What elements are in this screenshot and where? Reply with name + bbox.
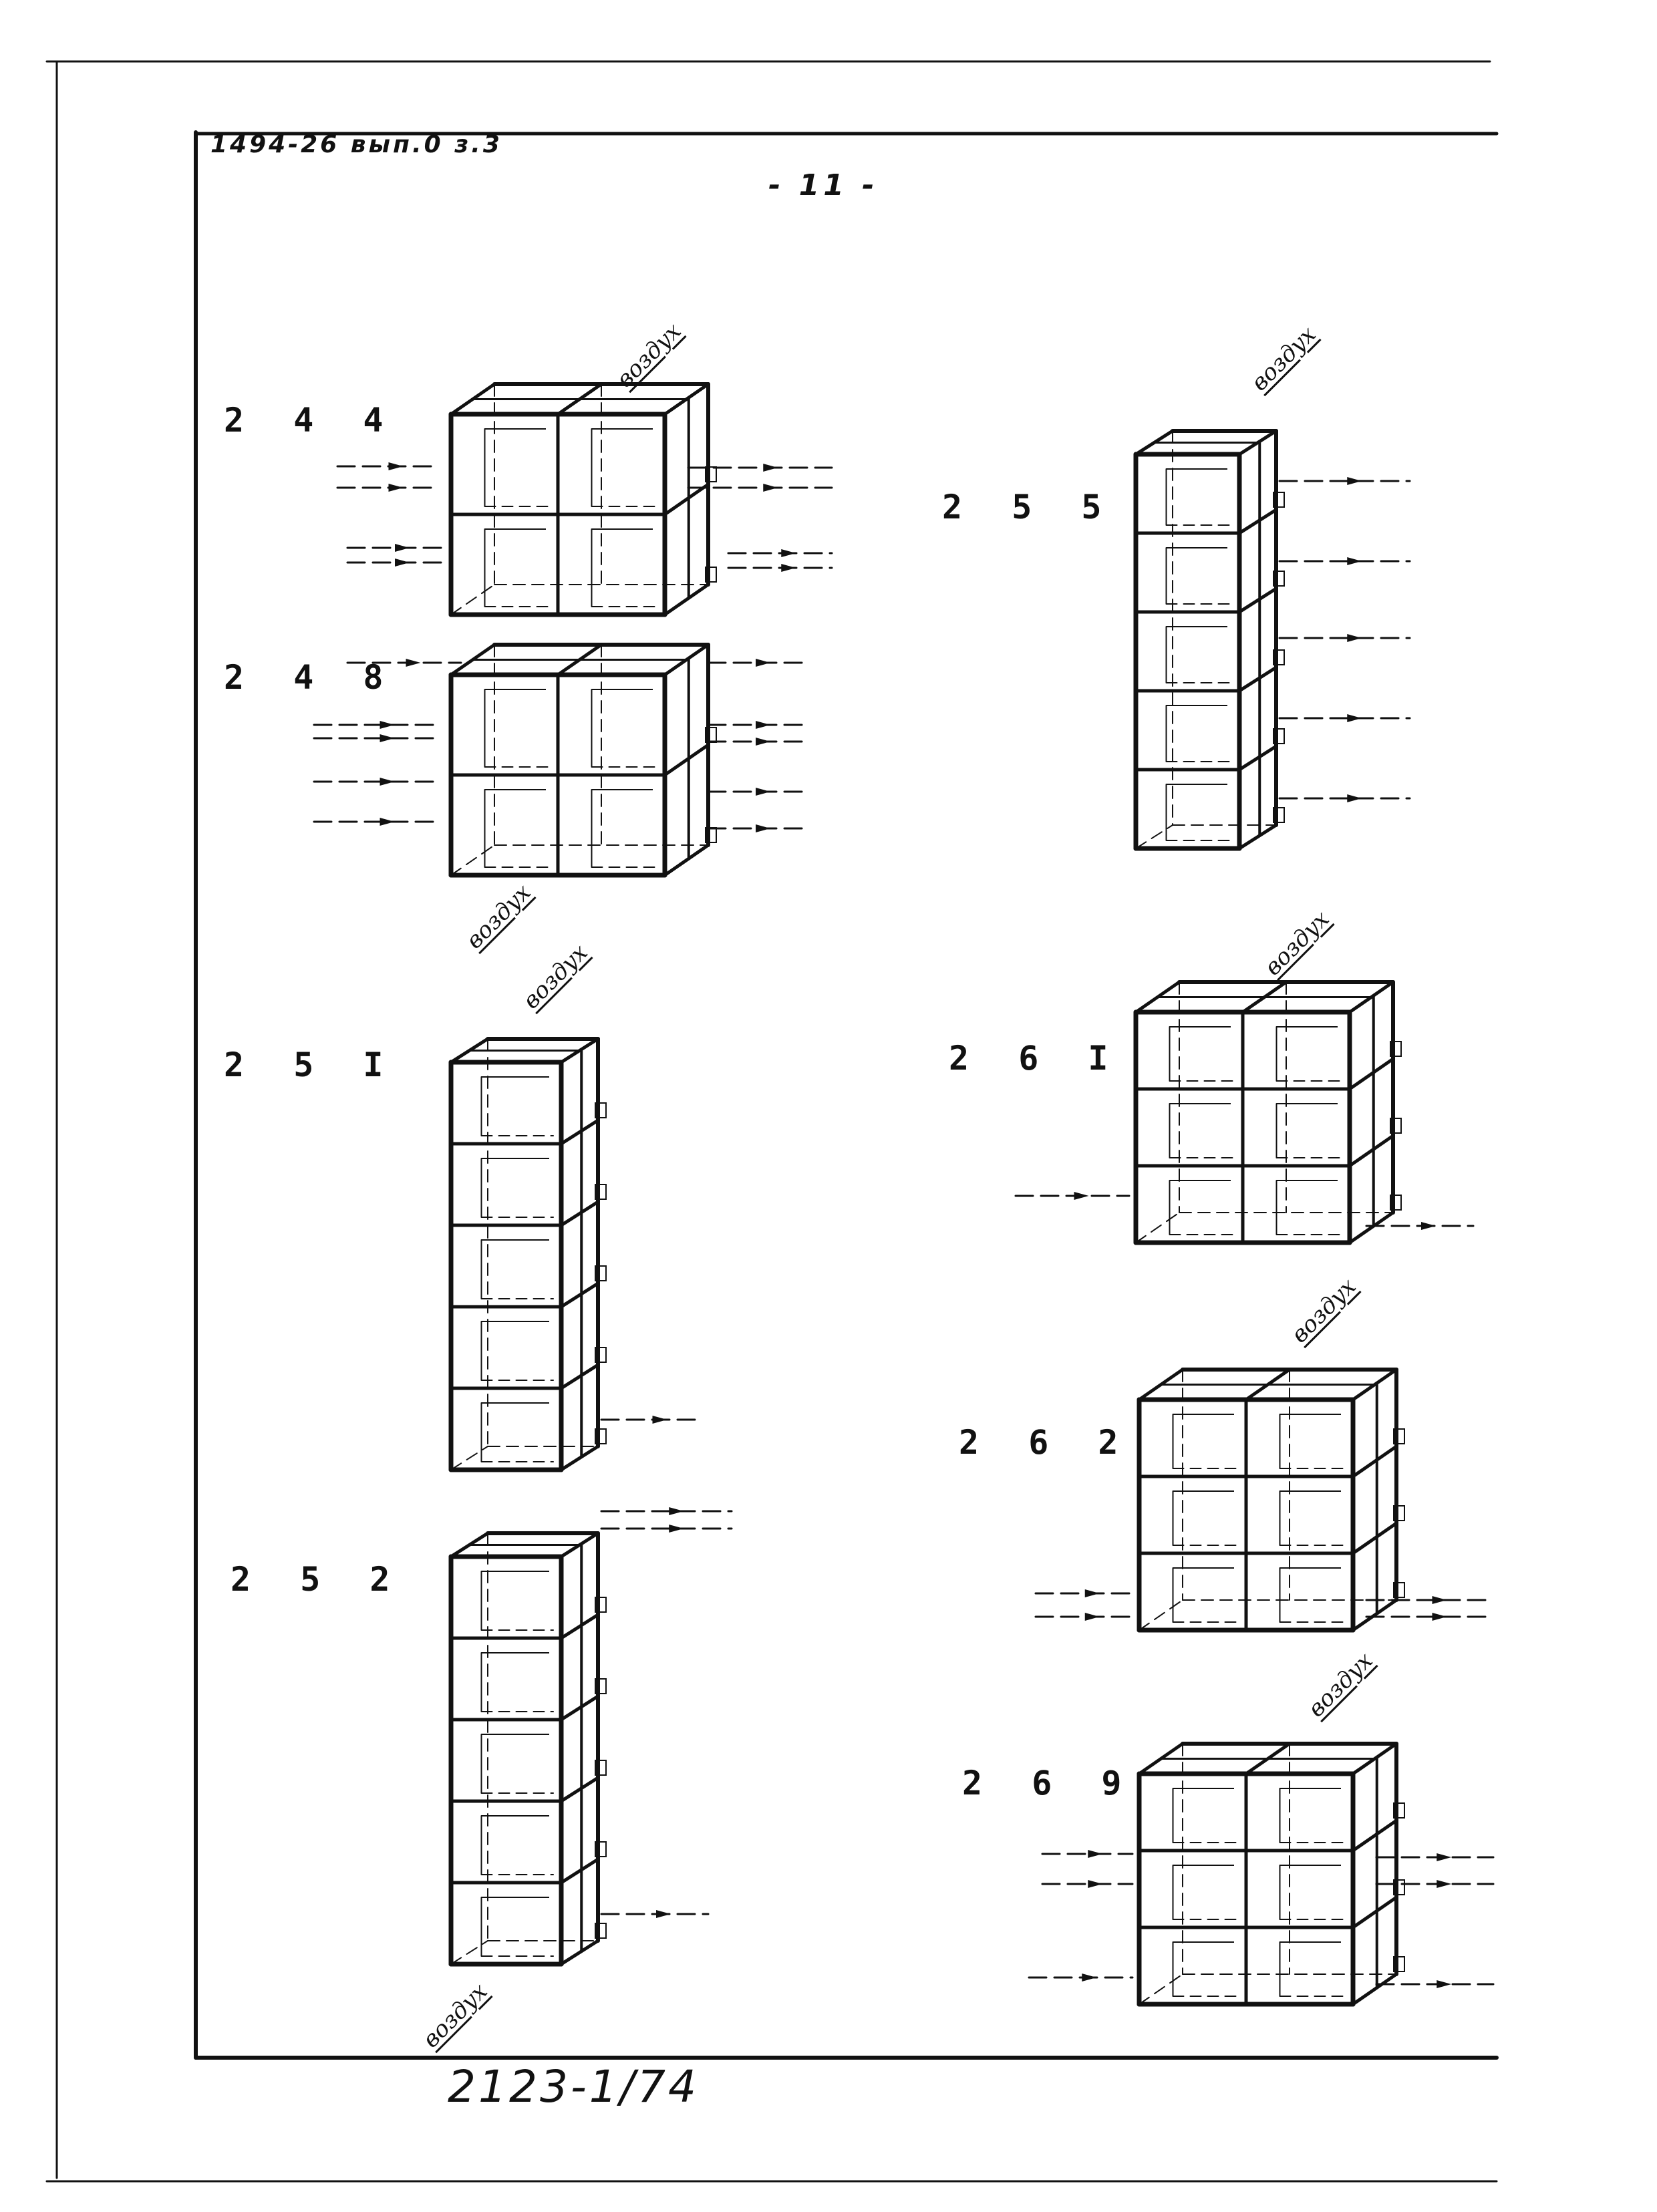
figure-label-269: 2 6 9 (962, 1764, 1137, 1802)
air-flow-arrow (1041, 1880, 1134, 1888)
air-flow-arrow (346, 659, 462, 667)
air-flow-arrow (346, 544, 442, 552)
air-flow-arrow (707, 824, 803, 832)
air-flow-arrow (336, 484, 439, 492)
air-flow-arrow (600, 1416, 703, 1424)
figure-label-261: 2 6 I (949, 1039, 1123, 1078)
air-flow-arrow (707, 659, 803, 667)
air-flow-arrow (1034, 1589, 1134, 1597)
air-flow-arrow (727, 564, 833, 572)
block-244 (336, 382, 833, 617)
air-flow-arrow (1034, 1613, 1134, 1621)
page-frame (45, 60, 1499, 2183)
block-252 (448, 1507, 733, 1967)
air-flow-arrow (600, 1525, 733, 1533)
footer-document-number: 2123-1/74 (448, 2061, 699, 2112)
block-251 (448, 1037, 703, 1472)
block-269 (1028, 1742, 1495, 2007)
figure-label-252: 2 5 2 (231, 1560, 405, 1599)
air-flow-arrow (1041, 1850, 1134, 1858)
air-flow-arrow (336, 462, 439, 470)
air-flow-arrow (1014, 1192, 1131, 1200)
document-code: 1494-26 вып.0 з.3 (210, 131, 502, 158)
air-flow-arrow (1278, 634, 1411, 642)
air-flow-arrow (1028, 1973, 1134, 1982)
figure-label-251: 2 5 I (224, 1046, 398, 1084)
air-flow-arrow (1365, 1222, 1475, 1230)
figure-label-255: 2 5 5 (942, 488, 1116, 526)
air-flow-arrow (313, 734, 442, 742)
air-flow-arrow (1278, 794, 1411, 802)
air-flow-arrow (313, 778, 442, 786)
air-flow-arrow (346, 559, 442, 567)
air-flow-arrow (707, 721, 803, 729)
figure-label-262: 2 6 2 (959, 1423, 1133, 1462)
air-flow-arrow (707, 788, 803, 796)
air-flow-arrow (1375, 1880, 1495, 1888)
air-flow-arrow (1365, 1596, 1495, 1604)
block-248 (313, 643, 803, 878)
air-flow-arrow (600, 1507, 733, 1515)
air-flow-arrow (313, 818, 442, 826)
block-261 (1014, 980, 1475, 1245)
air-flow-arrow (687, 464, 833, 472)
air-flow-arrow (1375, 1853, 1495, 1861)
air-flow-arrow (727, 549, 833, 557)
air-flow-arrow (1375, 1980, 1495, 1988)
air-flow-arrow (313, 721, 442, 729)
air-flow-arrow (1278, 477, 1411, 485)
block-262 (1034, 1368, 1495, 1633)
figure-label-248: 2 4 8 (224, 658, 398, 697)
figure-label-244: 2 4 4 (224, 401, 398, 440)
air-flow-arrow (707, 738, 803, 746)
block-255 (1133, 429, 1411, 851)
air-flow-arrow (1278, 714, 1411, 722)
air-flow-arrow (1278, 557, 1411, 565)
air-flow-arrow (687, 484, 833, 492)
air-flow-arrow (600, 1910, 710, 1918)
air-flow-arrow (1365, 1613, 1495, 1621)
page-number: - 11 - (768, 168, 879, 202)
